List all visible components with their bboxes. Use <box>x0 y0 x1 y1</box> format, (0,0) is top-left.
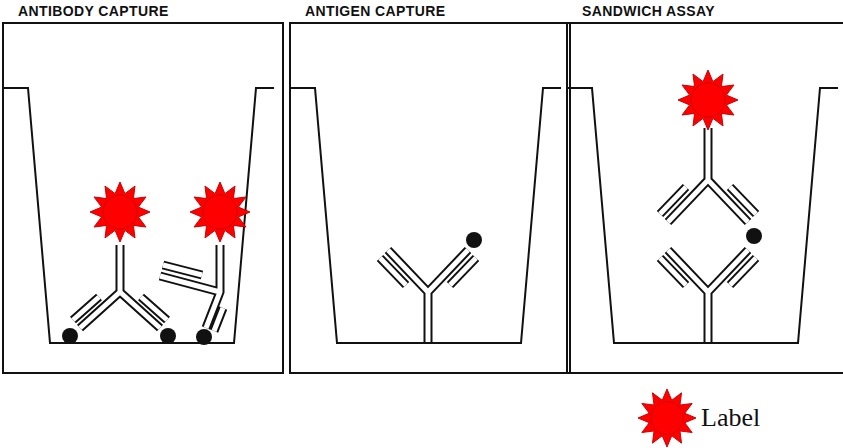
antibody <box>160 245 223 331</box>
legend-entry: Label <box>637 388 760 448</box>
antibody <box>660 250 756 342</box>
legend-text: Label <box>701 388 760 448</box>
well-panel: ANTIBODY CAPTURE <box>2 0 284 374</box>
panel-title: ANTIGEN CAPTURE <box>289 3 571 20</box>
label-star <box>90 182 150 242</box>
label-star <box>190 182 250 242</box>
panel-frame <box>2 22 284 374</box>
panel-title: ANTIBODY CAPTURE <box>2 3 284 20</box>
panel-frame <box>566 22 843 374</box>
well-outline <box>4 88 838 343</box>
antibody <box>73 245 167 328</box>
antibody <box>660 128 756 222</box>
label-star <box>678 70 738 130</box>
antibody <box>380 250 476 342</box>
well-panel: SANDWICH ASSAY <box>566 0 843 374</box>
panel-frame <box>289 22 571 374</box>
antigen-dots <box>62 228 762 345</box>
well-panel: ANTIGEN CAPTURE <box>289 0 571 374</box>
legend: Label <box>637 388 760 448</box>
panel-title: SANDWICH ASSAY <box>566 3 843 20</box>
legend-sample <box>637 388 697 448</box>
